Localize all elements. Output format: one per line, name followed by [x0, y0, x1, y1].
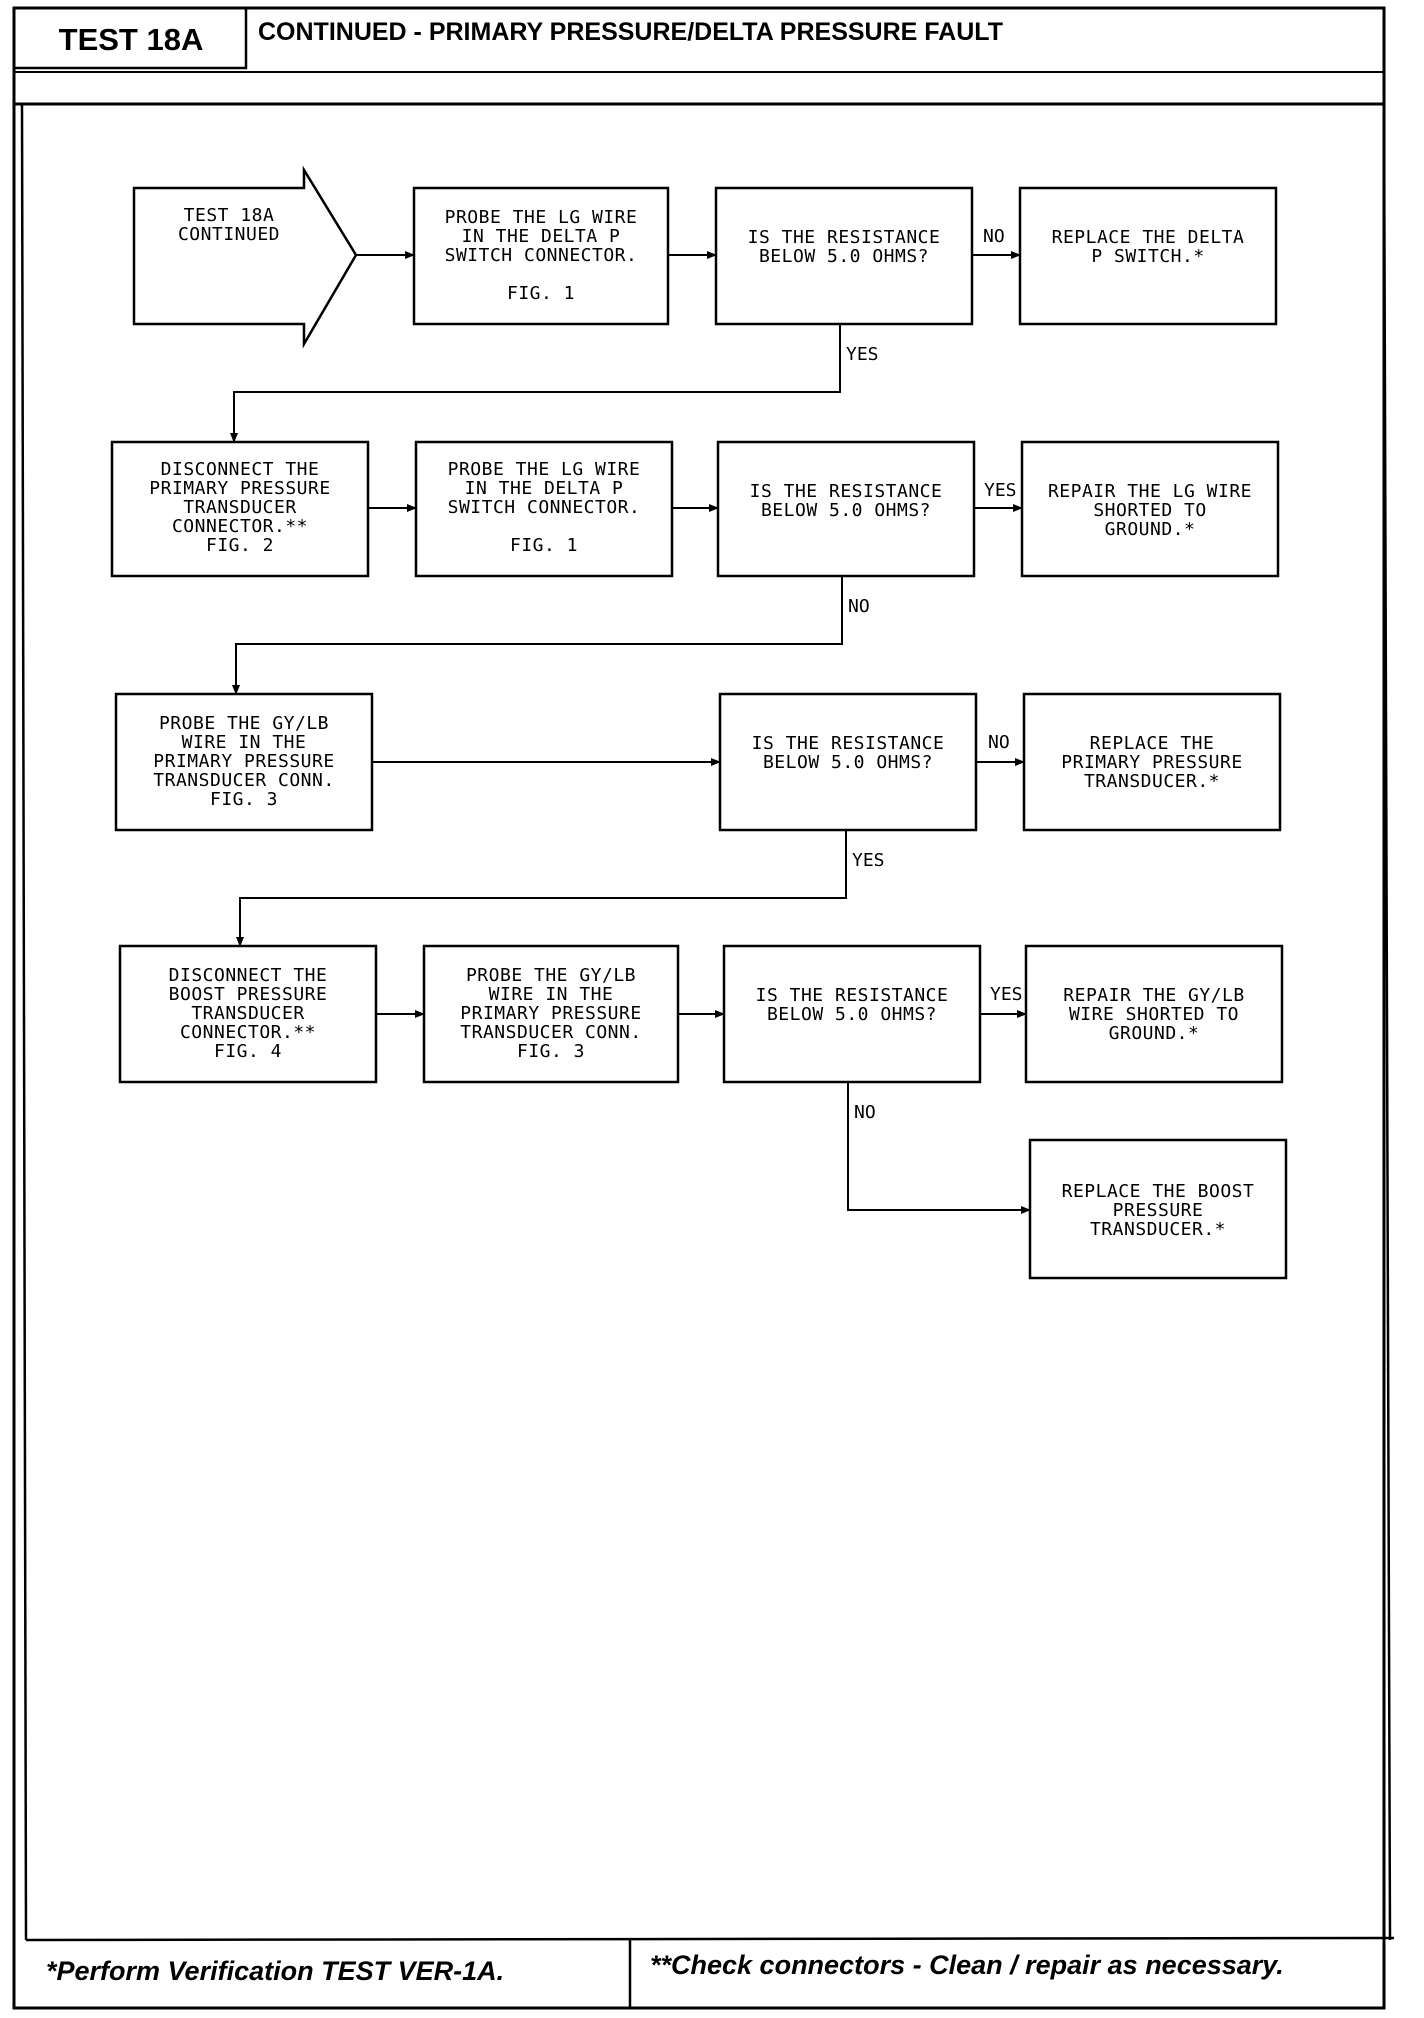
row4-branch-down-label: NO [854, 1102, 876, 1123]
row2-action-text: PROBE THE LG WIRE IN THE DELTA P SWITCH … [447, 459, 641, 556]
row2-decision-text: IS THE RESISTANCE BELOW 5.0 OHMS? [749, 481, 943, 521]
row3-decision-text: IS THE RESISTANCE BELOW 5.0 OHMS? [751, 733, 945, 773]
footer-note-right: **Check connectors - Clean / repair as n… [650, 1950, 1284, 1980]
row3-branch-down-label: YES [852, 850, 885, 871]
row3-result-text: REPLACE THE PRIMARY PRESSURE TRANSDUCER.… [1061, 733, 1243, 792]
row3-action-text: PROBE THE GY/LB WIRE IN THE PRIMARY PRES… [153, 713, 335, 810]
row2-branch-right-label: YES [984, 480, 1017, 501]
connector-r1-down [230, 324, 841, 443]
row3-branch-right-label: NO [988, 732, 1010, 753]
row1-branch-right-label: NO [983, 226, 1005, 247]
body-right-border [1382, 103, 1392, 1941]
test-id-box [12, 6, 248, 70]
row4-branch-right-label: YES [990, 984, 1023, 1005]
connector-r4-down-to-final [847, 1082, 1031, 1214]
row4-decision-text: IS THE RESISTANCE BELOW 5.0 OHMS? [755, 985, 949, 1025]
footer-note-left: *Perform Verification TEST VER-1A. [46, 1956, 505, 1986]
row1-action-text: PROBE THE LG WIRE IN THE DELTA P SWITCH … [444, 207, 638, 304]
row1-branch-down-label: YES [846, 344, 879, 365]
start-arrow-shape [132, 165, 358, 349]
start-label: TEST 18A CONTINUED [177, 205, 281, 245]
row1-decision-text: IS THE RESISTANCE BELOW 5.0 OHMS? [747, 227, 941, 267]
row4-result-text: REPAIR THE GY/LB WIRE SHORTED TO GROUND.… [1063, 985, 1245, 1044]
row4-action-text: PROBE THE GY/LB WIRE IN THE PRIMARY PRES… [460, 965, 642, 1062]
footer-top [25, 1936, 1395, 1942]
connector-r2-down [232, 576, 843, 695]
row2-prep-text: DISCONNECT THE PRIMARY PRESSURE TRANSDUC… [149, 459, 331, 556]
connector-r3-down [236, 830, 847, 947]
page-border [12, 6, 1386, 2010]
row4-prep-text: DISCONNECT THE BOOST PRESSURE TRANSDUCER… [168, 965, 328, 1062]
test-id: TEST 18A [58, 22, 204, 57]
body-left-border [20, 103, 28, 1941]
row1-result-text: REPLACE THE DELTA P SWITCH.* [1051, 227, 1245, 267]
row2-result-text: REPAIR THE LG WIRE SHORTED TO GROUND.* [1047, 481, 1253, 540]
row2-branch-down-label: NO [848, 596, 870, 617]
final-result-text: REPLACE THE BOOST PRESSURE TRANSDUCER.* [1061, 1181, 1255, 1240]
page-title: CONTINUED - PRIMARY PRESSURE/DELTA PRESS… [258, 18, 1003, 46]
